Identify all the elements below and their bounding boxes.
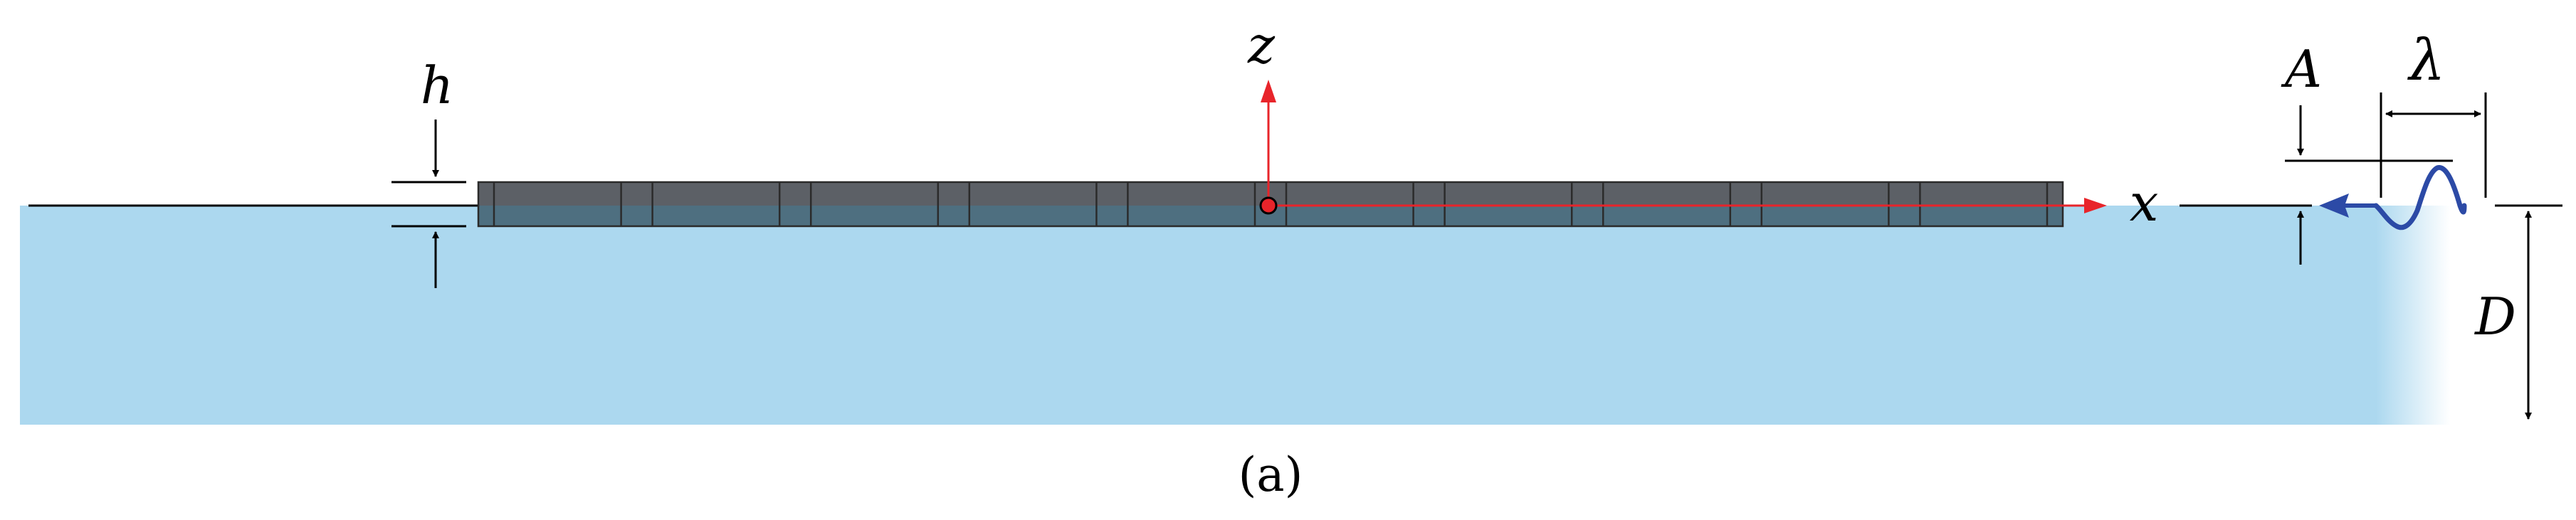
wavelength-dimension — [2380, 92, 2487, 198]
wavelength-label: λ — [2407, 27, 2446, 93]
water-fade-zone — [2376, 206, 2511, 425]
x-axis-label: x — [2130, 173, 2159, 233]
plate-outline — [477, 181, 2064, 228]
wave-curve — [2373, 165, 2467, 230]
plate-joints — [493, 182, 2049, 226]
thickness-dimension — [391, 120, 466, 288]
z-axis-label: z — [1247, 15, 1276, 75]
thickness-label: h — [421, 55, 453, 115]
figure-caption: (a) — [1239, 447, 1303, 502]
wave-direction-arrowhead — [2319, 193, 2349, 218]
origin-marker — [1259, 196, 1278, 215]
incident-wave — [2319, 165, 2467, 230]
amplitude-label: A — [2281, 39, 2322, 99]
depth-label: D — [2474, 287, 2516, 346]
amplitude-dimension — [2285, 105, 2453, 265]
z-axis-arrowhead — [1261, 80, 1276, 102]
water-body — [20, 206, 2376, 425]
coordinate-axes — [1259, 80, 2107, 215]
x-axis-arrowhead — [2084, 198, 2107, 213]
